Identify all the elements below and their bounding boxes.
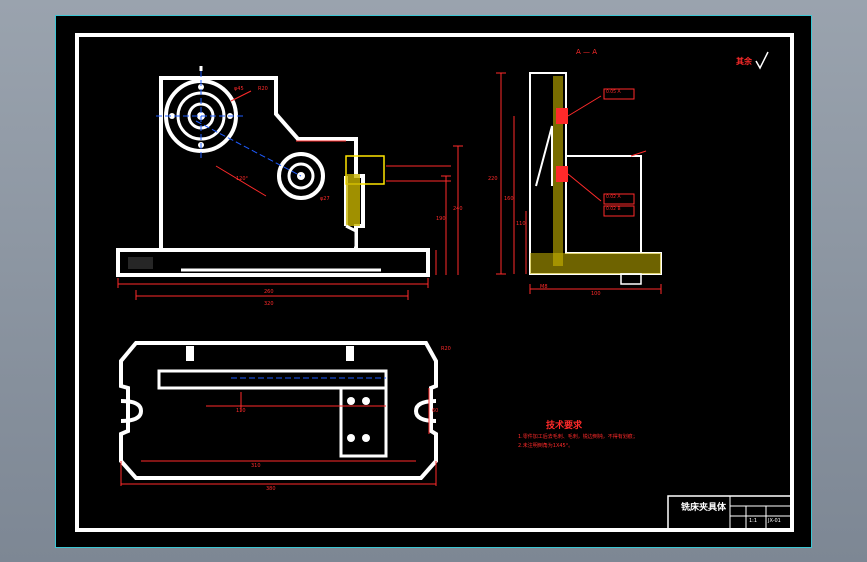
dim-plan-len: 380 — [266, 486, 276, 492]
tech-requirement-1: 1.零件加工后去毛刺、毛刺，锐边倒钝，不得有划痕； — [518, 434, 638, 440]
tech-requirements-title: 技术要求 — [546, 421, 583, 431]
title-block-number: JX-01 — [768, 518, 781, 524]
dim-front-width: 320 — [264, 301, 274, 307]
dim-plan-inner: 310 — [251, 463, 261, 469]
dim-circle-big: φ45 — [234, 86, 244, 92]
dim-side-h3: 110 — [516, 221, 526, 227]
drawing-canvas — [75, 33, 794, 532]
dim-circle-small: φ27 — [320, 196, 330, 202]
dim-front-width2: 260 — [264, 289, 274, 295]
dim-front-h3: 240 — [453, 206, 463, 212]
tol-frame-1: 0.05 A — [606, 90, 621, 95]
tol-frame-3: 0.02 B — [606, 207, 621, 212]
plan-view — [119, 341, 438, 486]
title-block-name: 铣床夹具体 — [681, 503, 727, 513]
dim-plan-mid: 110 — [236, 408, 246, 414]
dim-side-h2: 160 — [504, 196, 514, 202]
dim-radius-top: R20 — [258, 86, 268, 92]
dim-side-height: 220 — [488, 176, 498, 182]
dim-front-h1: 190 — [436, 216, 446, 222]
dim-plan-r: R20 — [441, 346, 451, 352]
sheet-border — [75, 33, 794, 532]
roughness-note: 其余 — [736, 57, 752, 66]
dim-side-base: 100 — [591, 291, 601, 297]
tech-requirement-2: 2.未注明倒角为1X45°。 — [518, 443, 574, 449]
dim-angle: 120° — [236, 176, 249, 182]
tol-frame-2: 0.02 A — [606, 195, 621, 200]
side-view — [496, 72, 662, 294]
dim-plan-h: 60 — [432, 408, 439, 414]
front-view — [116, 66, 463, 300]
cad-viewport: A — A 其余 技术要求 1.零件加工后去毛刺、毛刺，锐边倒钝，不得有划痕； … — [55, 15, 812, 548]
title-block — [667, 495, 793, 531]
roughness-icon — [755, 51, 769, 70]
dim-side-thread: M8 — [540, 284, 548, 290]
title-block-scale: 1:1 — [749, 518, 758, 524]
section-title: A — A — [576, 48, 598, 56]
